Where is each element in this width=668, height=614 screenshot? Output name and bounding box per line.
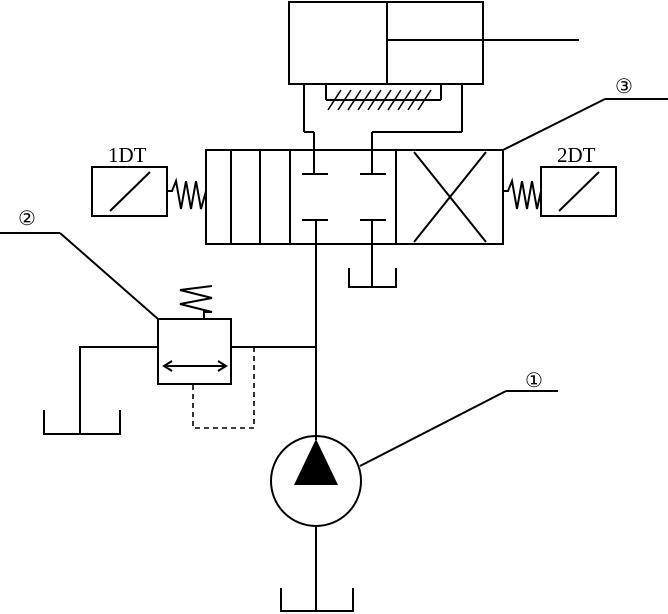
valve-body (205, 149, 504, 245)
solenoid-2dt (503, 166, 617, 217)
callout-pump: ① (525, 370, 543, 392)
hydraulic-cylinder (288, 1, 579, 85)
solenoid-1dt-label: 1DT (108, 143, 147, 167)
callout-relief: ② (18, 208, 36, 230)
pump-tank (280, 588, 354, 612)
valve-center-position (302, 132, 386, 221)
pilot-line (192, 347, 255, 429)
solenoid-1dt (91, 166, 207, 217)
relief-spring (179, 285, 213, 319)
pump (270, 435, 362, 612)
valve-cross-position (413, 151, 487, 243)
directional-valve (205, 132, 504, 245)
solenoid-2dt-label: 2DT (557, 143, 596, 167)
cylinder-mount (303, 84, 463, 133)
relief-tank (43, 410, 121, 435)
relief-valve-body (157, 318, 232, 385)
spring-left (167, 177, 207, 210)
callout-leader-valve (502, 98, 606, 151)
callout-valve: ③ (615, 76, 633, 98)
pump-triangle-icon (294, 439, 338, 485)
callout-leader-pump (359, 390, 507, 467)
mount-hatching (327, 89, 432, 111)
relief-valve (43, 285, 255, 435)
spring-right (503, 177, 542, 210)
valve-return-tank (348, 220, 397, 288)
relief-return-line (79, 346, 158, 434)
